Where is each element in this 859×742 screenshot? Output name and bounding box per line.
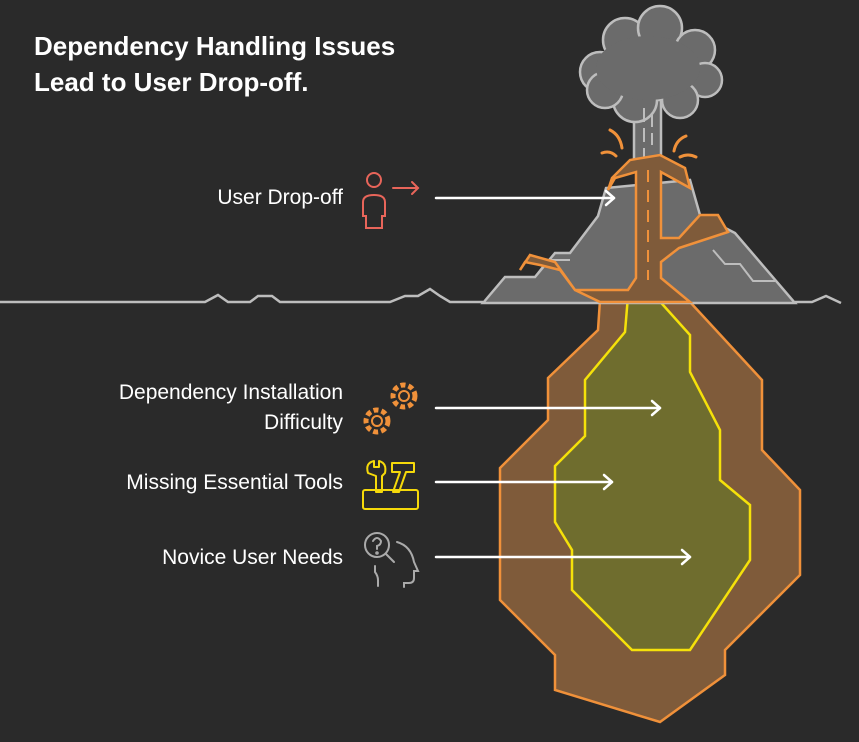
lava-flow — [518, 153, 730, 304]
label-dependency-installation: Dependency Installation Difficulty — [119, 378, 343, 438]
arrow-user-drop-off — [434, 189, 616, 207]
arrow-missing-tools — [434, 473, 614, 491]
ground-line-right — [795, 294, 842, 305]
label-line: Dependency Installation — [118, 381, 343, 404]
arrow-dependency — [434, 399, 662, 417]
lava-splash-icon — [600, 128, 698, 159]
label-user-drop-off: User Drop-off — [217, 186, 343, 209]
magma-core — [553, 294, 752, 652]
head-question-icon — [364, 532, 420, 588]
label-novice-user-needs: Novice User Needs — [162, 546, 343, 569]
arrow-novice — [434, 548, 692, 566]
toolbox-icon — [362, 460, 419, 510]
label-line: Difficulty — [264, 411, 343, 434]
page-title: Dependency Handling Issues Lead to User … — [34, 31, 396, 97]
ground-line — [0, 287, 483, 304]
gears-icon — [363, 382, 418, 435]
label-missing-tools: Missing Essential Tools — [126, 471, 343, 494]
user-exit-icon — [362, 172, 420, 229]
